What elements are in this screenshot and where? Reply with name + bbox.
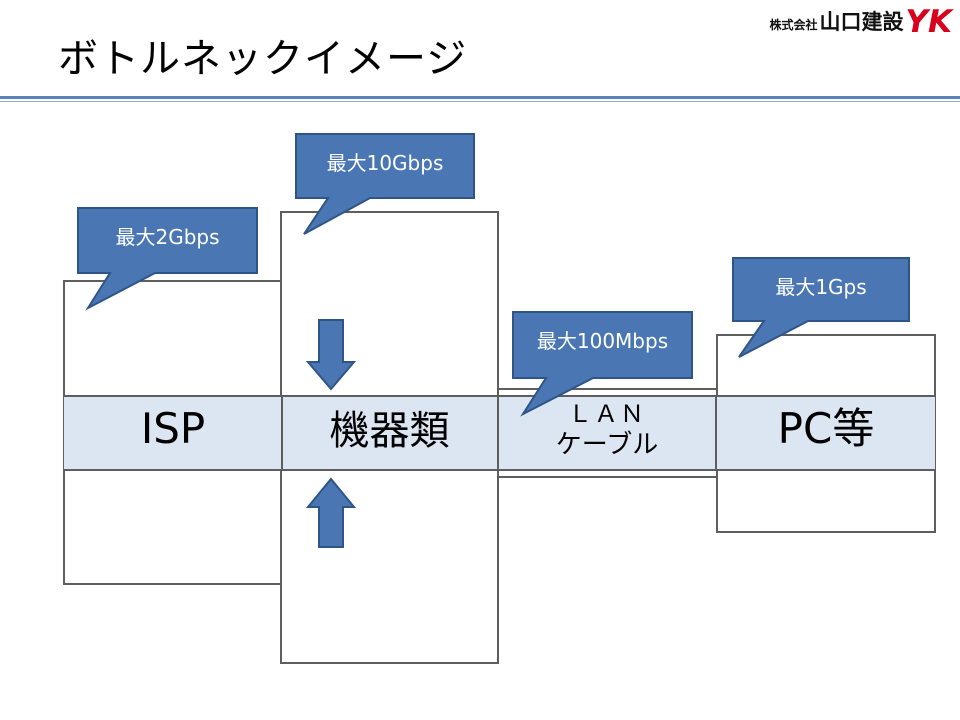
up-arrow-icon [305, 477, 357, 548]
slide-title: ボトルネックイメージ [58, 36, 468, 82]
band-divider [281, 396, 283, 470]
callout-bubble-pc [732, 257, 910, 358]
segment-label-cable: ケーブル [555, 430, 659, 460]
callout-bubble-device [295, 133, 475, 235]
company-logo: 株式会社 山口建設 YK [770, 2, 953, 38]
title-divider [0, 96, 960, 99]
callout-text-lan: 最大100Mbps [536, 329, 669, 353]
logo-company-prefix: 株式会社 [769, 18, 818, 32]
logo-mark: YK [905, 4, 952, 40]
callout-bubble-isp [77, 207, 258, 311]
band-bottom-border [64, 469, 935, 471]
callout-text-pc: 最大1Gps [775, 275, 867, 299]
segment-label-isp: ISP [140, 404, 206, 453]
band-divider [715, 396, 717, 470]
callout-bubble-lan [512, 311, 693, 417]
band-top-border [64, 395, 935, 397]
throughput-band [64, 396, 935, 471]
logo-company-name: 山口建設 [819, 10, 904, 34]
segment-label-lan: ＬＡＮ [568, 400, 646, 428]
down-arrow-icon [305, 319, 357, 391]
title-divider-thin [0, 101, 960, 102]
segment-label-pc: PC等 [777, 404, 875, 453]
callout-text-device: 最大10Gbps [326, 151, 444, 175]
callout-text-isp: 最大2Gbps [115, 225, 220, 249]
segment-label-device: 機器類 [329, 408, 450, 454]
band-divider [497, 396, 499, 470]
